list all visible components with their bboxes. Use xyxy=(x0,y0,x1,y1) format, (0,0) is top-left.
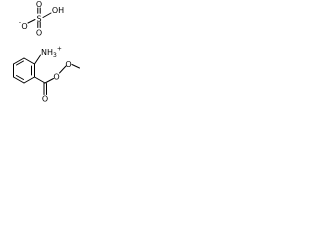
ammonium-subscript: 3 xyxy=(53,52,57,59)
sulfate-hydroxyl: OH xyxy=(52,6,64,15)
carbonyl-oxygen: O xyxy=(42,95,48,104)
bond-s-oh xyxy=(42,12,52,18)
ring-double-inner-1 xyxy=(16,60,24,66)
ammonium-group: NH3+ xyxy=(41,46,62,60)
sulfate-minus-charge: - xyxy=(19,19,21,26)
bond-ring-nitrogen xyxy=(34,54,41,65)
ring-bond-4 xyxy=(23,76,35,84)
ring-bond-1 xyxy=(13,57,25,65)
ester-ring-oxygen: O xyxy=(53,73,59,82)
benzene-ring xyxy=(13,57,35,84)
bond-ring-carbonyl xyxy=(34,76,46,84)
ester-peroxy-oxygen: O xyxy=(65,60,71,69)
sulfate-oxygen-bottom: O xyxy=(36,29,42,38)
ring-bond-6 xyxy=(23,57,35,65)
chemical-structure-diagram: O OH S O - O NH3+ xyxy=(13,0,80,104)
ring-double-inner-2 xyxy=(16,75,24,80)
ring-bond-3 xyxy=(13,76,25,84)
anilinium-ester: NH3+ O O O xyxy=(13,46,80,104)
sulfate-oxygen-charged: O xyxy=(21,22,27,31)
ammonium-charge: + xyxy=(57,46,62,53)
sulfate-sulfur: S xyxy=(36,15,41,24)
bond-carbonyl-ring-oxygen xyxy=(44,78,54,84)
bond-peroxy-oxygen-methyl xyxy=(71,64,80,69)
ammonium-nh: NH xyxy=(41,48,53,57)
sulfate-oxygen-top: O xyxy=(36,0,42,9)
bond-ring-oxygen-peroxy-oxygen xyxy=(59,65,67,74)
bond-s-o-minus xyxy=(27,19,36,24)
hydrogen-sulfate-ion: O OH S O - O xyxy=(19,0,64,38)
